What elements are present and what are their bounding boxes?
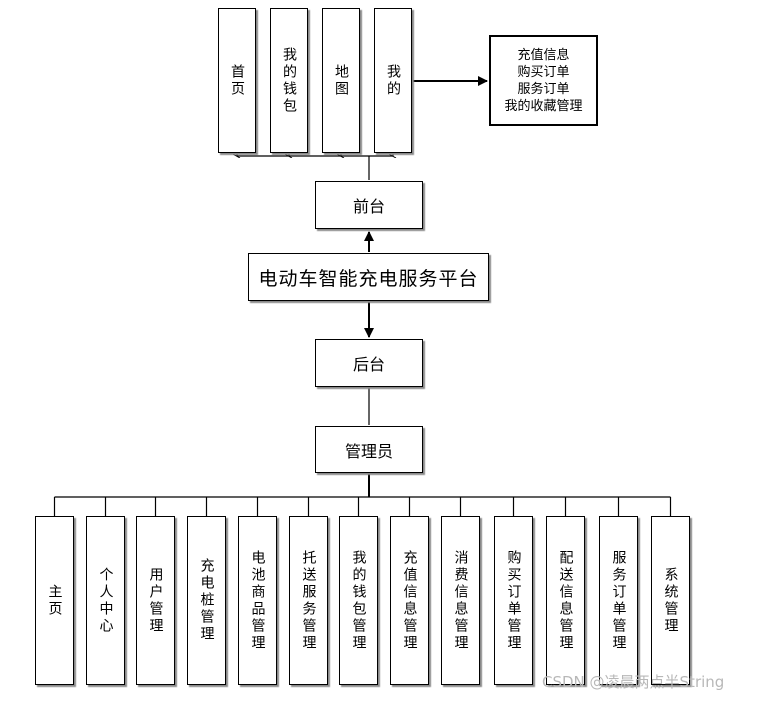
back-module-5: 托送服务管理 [289, 516, 328, 685]
backend-label: 后台 [352, 355, 385, 374]
back-module-label: 消费信息管理 [452, 549, 469, 652]
detail-item: 服务订单 [517, 81, 570, 97]
back-module-7: 充值信息管理 [390, 516, 429, 685]
admin-label: 管理员 [344, 441, 393, 461]
detail-item: 充值信息 [517, 47, 570, 63]
back-module-6: 我的钱包管理 [339, 516, 378, 685]
back-module-11: 服务订单管理 [599, 516, 638, 685]
back-module-label: 我的钱包管理 [350, 549, 367, 652]
front-module-map: 地图 [322, 8, 360, 153]
back-module-label: 充电桩管理 [198, 558, 215, 643]
admin-node: 管理员 [315, 426, 423, 473]
back-module-4: 电池商品管理 [238, 516, 277, 685]
detail-item: 购买订单 [517, 64, 570, 80]
back-module-label: 托送服务管理 [300, 549, 317, 652]
back-module-label: 系统管理 [662, 566, 679, 635]
detail-item: 我的收藏管理 [504, 98, 583, 114]
front-module-label: 首页 [229, 63, 245, 98]
back-module-label: 充值信息管理 [401, 549, 418, 652]
front-module-label: 我的 [385, 63, 401, 98]
frontend-label: 前台 [352, 197, 385, 216]
back-module-label: 用户管理 [147, 566, 164, 635]
mine-details-box: 充值信息 购买订单 服务订单 我的收藏管理 [489, 35, 598, 126]
back-module-label: 配送信息管理 [557, 549, 574, 652]
front-module-label: 我的钱包 [281, 46, 297, 115]
back-module-label: 个人中心 [97, 566, 114, 635]
back-module-1: 个人中心 [86, 516, 125, 685]
back-module-10: 配送信息管理 [546, 516, 585, 685]
front-module-label: 地图 [333, 63, 349, 98]
front-module-wallet: 我的钱包 [270, 8, 308, 153]
back-module-12: 系统管理 [651, 516, 690, 685]
backend-drop-lines [53, 497, 672, 516]
back-module-label: 购买订单管理 [505, 549, 522, 652]
back-module-9: 购买订单管理 [494, 516, 533, 685]
platform-title: 电动车智能充电服务平台 [258, 267, 479, 290]
watermark: CSDN @凌晨两点半String [542, 673, 725, 691]
back-module-8: 消费信息管理 [441, 516, 480, 685]
back-module-label: 主页 [46, 583, 63, 618]
platform-node: 电动车智能充电服务平台 [248, 253, 489, 301]
frontend-node: 前台 [315, 181, 423, 229]
back-module-2: 用户管理 [136, 516, 175, 685]
front-module-home: 首页 [218, 8, 256, 153]
backend-node: 后台 [315, 339, 423, 387]
back-module-0: 主页 [35, 516, 74, 685]
back-module-label: 服务订单管理 [610, 549, 627, 652]
back-module-label: 电池商品管理 [249, 549, 266, 652]
front-module-mine: 我的 [374, 8, 412, 153]
back-module-3: 充电桩管理 [187, 516, 226, 685]
